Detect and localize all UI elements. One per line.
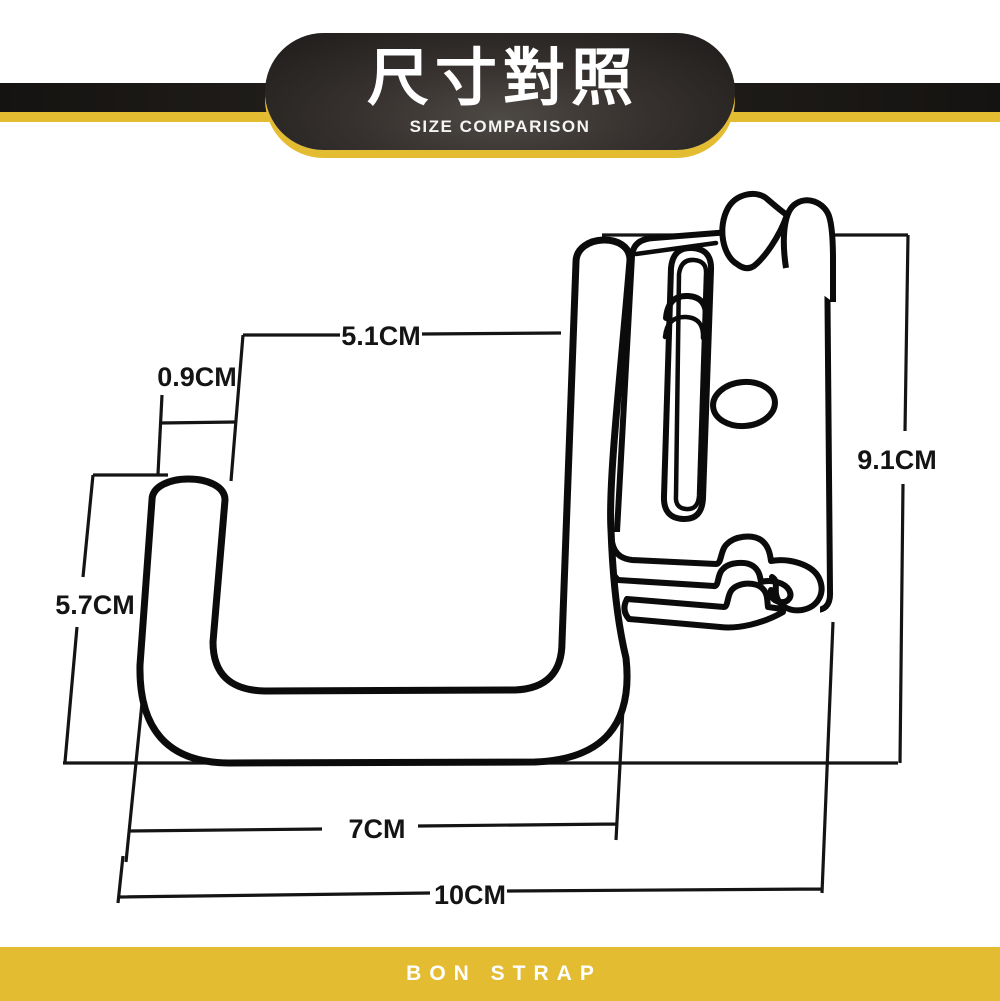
plate-top-tab-right [780, 197, 836, 302]
j-hook-outline [136, 236, 634, 767]
title-pill: 尺寸對照 SIZE COMPARISON [265, 33, 735, 150]
page-subtitle: SIZE COMPARISON [409, 117, 591, 136]
mounting-plate [605, 190, 836, 631]
plate-slot-step-arc-1 [663, 292, 710, 321]
plate-slot-step-arc-2 [662, 314, 706, 341]
plate-slot-inner-line [673, 257, 709, 512]
dim-label-lip-thickness: 0.9CM [157, 362, 237, 392]
page-title: 尺寸對照 [366, 44, 639, 113]
dim-label-opening-width: 5.1CM [341, 321, 421, 351]
plate-oval-hole [710, 378, 778, 430]
footer-brand-bar: BON STRAP [0, 947, 1000, 1001]
dim-label-total-width: 10CM [434, 880, 506, 910]
dim-label-inner-width: 7CM [348, 814, 405, 844]
plate-top-fold-line [633, 240, 719, 257]
dim-label-plate-height: 9.1CM [857, 445, 937, 475]
plate-top-tab-left [719, 190, 790, 272]
brand-name: BON STRAP [406, 962, 602, 985]
dimension-labels: 5.1CM 0.9CM 9.1CM 5.7CM 7CM 10CM [55, 321, 937, 910]
dim-label-hook-height: 5.7CM [55, 590, 135, 620]
